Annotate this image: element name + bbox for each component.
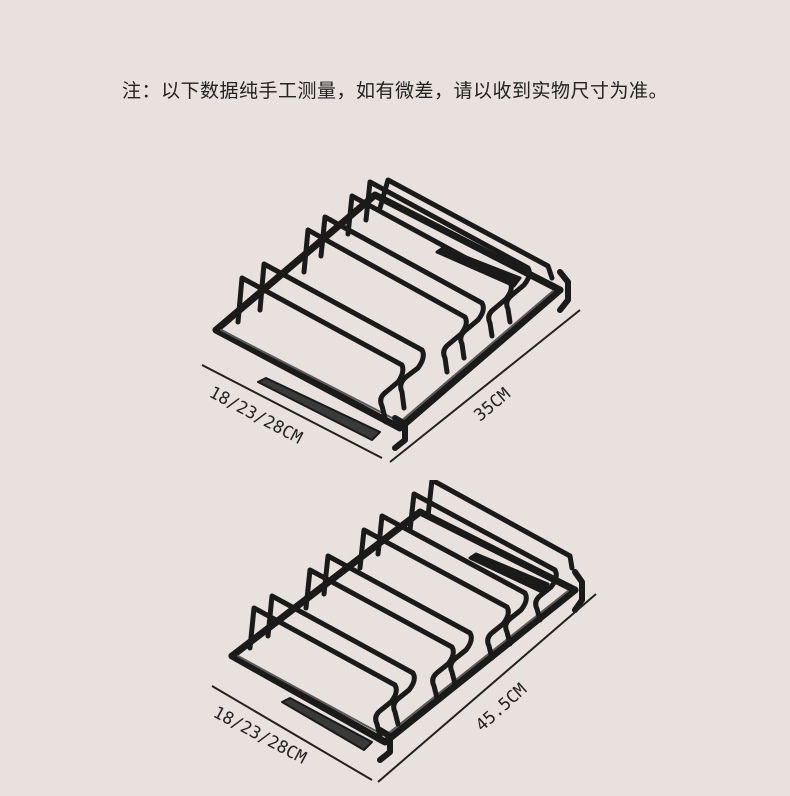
rack-small-dimension-lines	[201, 309, 581, 463]
rack-large-length-label: 45.5CM	[472, 680, 531, 736]
rack-small-illustration: 18/23/28CM 35CM	[201, 177, 581, 463]
rack-large-dimension-lines	[211, 593, 597, 783]
rack-large-figure: 18/23/28CM 45.5CM	[0, 477, 790, 792]
rack-small-figure: 18/23/28CM 35CM	[0, 160, 790, 490]
rack-large-dividers	[247, 477, 575, 739]
rack-large-illustration: 18/23/28CM 45.5CM	[210, 477, 597, 783]
measurement-note: 注：以下数据纯手工测量，如有微差，请以收到实物尺寸为准。	[121, 80, 668, 102]
rack-large-width-label: 18/23/28CM	[210, 703, 310, 769]
rack-small-base	[212, 191, 564, 432]
rack-small-dividers	[235, 177, 555, 425]
rack-small-length-label: 35CM	[470, 384, 514, 426]
